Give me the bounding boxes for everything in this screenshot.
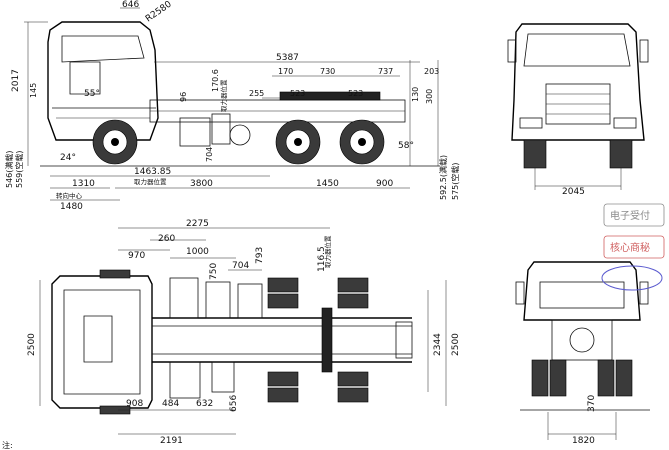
rear-right-tire-a [597, 359, 615, 397]
dim-rear-300: 300 [425, 89, 434, 104]
stamp-ellipse [601, 265, 663, 291]
dim-rear-130: 130 [411, 87, 420, 102]
dim-704: 704 [232, 261, 249, 271]
dim-rear-overhang: 900 [376, 179, 393, 189]
rear-wheel-2 [339, 119, 385, 165]
right-mirror [639, 39, 649, 63]
dim-rear-top: 203 [424, 67, 439, 76]
dim-fifth-wheel-span: 5387 [276, 53, 299, 63]
dim-pitch-a: 170 [278, 67, 293, 76]
battery-box [237, 283, 263, 319]
dim-793: 793 [255, 247, 265, 264]
rear-left-tire-a [531, 359, 549, 397]
dim-cab-radius: R2580 [144, 0, 174, 24]
dim-width-right: 2500 [451, 333, 461, 356]
rear-wheel-1 [275, 119, 321, 165]
note-pto-top: 取力器位置 [323, 235, 332, 268]
dim-seg-523a: 523 [290, 89, 305, 98]
dim-approach-angle: 55° [84, 89, 100, 99]
note-pto-position-2: 取力器位置 [219, 79, 228, 112]
dim-484: 484 [162, 399, 179, 409]
dim-total-height: 2017 [11, 69, 21, 92]
dim-front-angle: 24° [60, 153, 76, 163]
fifth-wheel-top [321, 307, 333, 373]
cab-top-outline [51, 275, 153, 409]
front-left-tire [523, 139, 547, 169]
front-right-tire [609, 139, 633, 169]
note-pto-position: 取力器位置 [134, 177, 167, 186]
footer-note: 注: [2, 440, 13, 450]
dim-wheelbase-2: 1450 [316, 179, 339, 189]
fuel-tank-top [169, 277, 199, 319]
dim-pitch-c: 737 [378, 67, 393, 76]
front-tire-left-top [99, 269, 131, 279]
stamp-electronic-text: 电子受付 [610, 209, 650, 222]
fuel-tank [179, 117, 211, 147]
dim-116: 116.5 [317, 246, 327, 272]
dim-width-inner: 2344 [433, 333, 443, 356]
rear-left-tire-b [549, 359, 567, 397]
dim-rear-575: 575(空载) [450, 162, 460, 200]
air-tank [229, 124, 251, 146]
dim-wheelbase-1: 3800 [190, 179, 213, 189]
dim-overhang-total: 1480 [60, 202, 83, 212]
front-wheel [92, 119, 138, 165]
dim-656: 656 [229, 395, 239, 412]
dim-seg-255: 255 [249, 89, 264, 98]
dim-bumper-offset: 145 [29, 83, 38, 98]
dim-1000: 1000 [186, 247, 209, 257]
dim-750: 750 [209, 263, 219, 280]
dim-pitch-b: 730 [320, 67, 335, 76]
dim-frame-96: 96 [179, 92, 188, 102]
fifth-wheel-plate [279, 91, 381, 101]
side-view: 646 R2580 2017 145 55° 5387 170 730 737 … [4, 0, 460, 212]
dim-260: 260 [158, 234, 175, 244]
dim-2191: 2191 [160, 436, 183, 446]
stamp-electronic: 电子受付 [603, 203, 665, 227]
rear-axle-housing [551, 319, 613, 361]
front-view: 2045 [507, 23, 649, 197]
dim-rear-width: 1820 [572, 436, 595, 446]
dim-rear-592: 592.5(满载) [438, 155, 448, 200]
dim-ground-546: 546(满载) [4, 150, 14, 188]
dim-width-left: 2500 [27, 333, 37, 356]
stamp-core: 核心商秘 [603, 235, 665, 259]
dim-ground-559: 559(空载) [14, 150, 24, 188]
dim-frame-height: 704 [205, 147, 214, 162]
cab-door [69, 61, 101, 95]
rear-right-tire-b [615, 359, 633, 397]
dim-track-width: 2045 [562, 187, 585, 197]
note-steer-center: 转向中心 [56, 191, 83, 200]
dim-fifth-wheel-h: 170.6 [211, 69, 220, 92]
stamp-core-text: 核心商秘 [610, 241, 650, 254]
front-windshield [523, 33, 631, 67]
dim-seg-523b: 523 [348, 89, 363, 98]
dim-departure-angle: 58° [398, 141, 414, 151]
front-cab-outline [511, 23, 645, 141]
left-mirror [507, 39, 517, 63]
dim-632: 632 [196, 399, 213, 409]
rear-cab-outline [523, 261, 641, 321]
rear-view: 1820 370 [515, 261, 650, 446]
top-view: 2275 970 260 1000 750 704 793 116.5 2500… [27, 219, 461, 446]
cab-roof-hatch [83, 315, 113, 363]
rear-crossmember [395, 321, 413, 359]
dim-cab-roof-offset: 646 [122, 0, 139, 10]
dim-908: 908 [126, 399, 143, 409]
dim-front-overhang-dec: 1463.85 [134, 167, 171, 177]
dim-rear-height: 370 [587, 395, 597, 412]
dim-total: 2275 [186, 219, 209, 229]
windshield [61, 35, 145, 63]
cab-outline [47, 21, 159, 141]
dim-front-overhang: 1310 [72, 179, 95, 189]
dim-970: 970 [128, 251, 145, 261]
